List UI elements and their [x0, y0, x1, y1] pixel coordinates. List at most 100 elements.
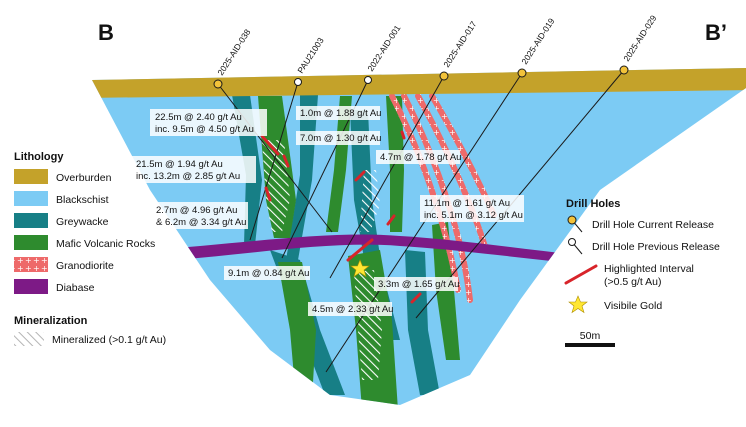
legend-swatch-blackschist — [14, 191, 48, 206]
drill-legend-title: Drill Holes — [566, 198, 620, 210]
highlighted-interval-icon — [564, 264, 598, 285]
mineralization-legend-title: Mineralization — [14, 315, 88, 327]
interval-label: 1.0m @ 1.88 g/t Au — [296, 106, 381, 120]
legend-current-release: Drill Hole Current Release — [592, 219, 714, 231]
section-label-left: B — [98, 20, 114, 45]
drill-trace-2025-AID-019 — [325, 72, 523, 373]
collar-PAU21003 — [294, 78, 302, 86]
interval-label-line2: inc. 9.5m @ 4.50 g/t Au — [155, 124, 254, 135]
drill-trace-PAU21003 — [249, 81, 299, 241]
interval-label-box — [296, 106, 380, 120]
visible-gold-star — [350, 259, 370, 278]
interval-label-line1: 9.1m @ 0.84 g/t Au — [228, 268, 309, 279]
interval-label-box — [150, 109, 267, 136]
interval-label-line2: inc. 5.1m @ 3.12 g/t Au — [424, 210, 523, 221]
interval-mark — [354, 170, 366, 182]
interval-label-line1: 22.5m @ 2.40 g/t Au — [155, 112, 242, 123]
interval-mark — [386, 214, 396, 226]
scale-bar-label: 50m — [580, 330, 601, 342]
collar-2025-AID-019 — [517, 68, 527, 78]
legend-label-mineralized: Mineralized (>0.1 g/t Au) — [52, 334, 166, 346]
legend-highlighted-line1: Highlighted Interval — [604, 263, 694, 275]
visible-gold-icon — [568, 295, 588, 314]
highlighted-intervals — [260, 130, 422, 304]
legend-swatch-mineralized — [14, 332, 44, 346]
legend-swatch-diabase — [14, 279, 48, 294]
mafic-unit — [326, 96, 352, 232]
collar-2025-AID-038 — [213, 79, 223, 89]
interval-label: 7.0m @ 1.30 g/t Au — [296, 131, 381, 145]
legend-highlighted-line2: (>0.5 g/t Au) — [604, 276, 662, 288]
hole-label-2025-AID-029: 2025-AID-029 — [621, 13, 658, 63]
diabase-dyke — [150, 234, 650, 270]
interval-mark — [282, 154, 290, 168]
drill-traces — [217, 69, 625, 373]
interval-label: 4.7m @ 1.78 g/t Au — [376, 150, 461, 164]
interval-mark — [260, 134, 280, 156]
legend-label-diabase: Diabase — [56, 282, 95, 294]
interval-label-box — [420, 195, 524, 222]
lithology-legend-title: Lithology — [14, 151, 64, 163]
interval-mark — [264, 186, 272, 202]
legend-previous-release: Drill Hole Previous Release — [592, 241, 720, 253]
legend-label-granodiorite: Granodiorite — [56, 260, 114, 272]
legend-label-mafic: Mafic Volcanic Rocks — [56, 238, 155, 250]
interval-label-box — [152, 202, 248, 229]
interval-label-line1: 4.7m @ 1.78 g/t Au — [380, 152, 461, 163]
interval-label: 9.1m @ 0.84 g/t Au — [224, 266, 310, 280]
interval-mark — [400, 130, 406, 140]
greywacke-band — [350, 110, 400, 340]
collar-2025-AID-029 — [619, 65, 629, 75]
hole-label-2025-AID-038: 2025-AID-038 — [215, 27, 252, 77]
interval-label-line2: & 6.2m @ 3.34 g/t Au — [156, 217, 246, 228]
interval-label-line1: 4.5m @ 2.33 g/t Au — [312, 304, 393, 315]
interval-label: 4.5m @ 2.33 g/t Au — [308, 302, 393, 316]
hole-label-2022-AID-001: 2022-AID-001 — [365, 23, 402, 73]
interval-label-line1: 21.5m @ 1.94 g/t Au — [136, 159, 223, 170]
hole-label-PAU21003: PAU21003 — [295, 35, 326, 75]
mafic-unit — [278, 262, 316, 400]
interval-label: 3.3m @ 1.65 g/t Au — [374, 277, 459, 291]
hole-label-2025-AID-017: 2025-AID-017 — [441, 19, 478, 69]
interval-label-line1: 3.3m @ 1.65 g/t Au — [378, 279, 459, 290]
interval-label: 11.1m @ 1.61 g/t Au inc. 5.1m @ 3.12 g/t… — [420, 195, 524, 222]
legend-swatch-granodiorite — [14, 257, 48, 272]
interval-labels: 22.5m @ 2.40 g/t Au inc. 9.5m @ 4.50 g/t… — [132, 106, 524, 316]
lithology-legend: Lithology Overburden Blackschist Greywac… — [14, 151, 166, 346]
interval-label-box — [224, 266, 310, 280]
legend-label-overburden: Overburden — [56, 172, 112, 184]
interval-label-box — [308, 302, 392, 316]
legend-label-greywacke: Greywacke — [56, 216, 109, 228]
interval-mark — [410, 292, 422, 304]
interval-label-line2: inc. 13.2m @ 2.85 g/t Au — [136, 171, 240, 182]
mineralized-zone — [262, 140, 290, 232]
scale-bar — [565, 343, 615, 347]
interval-label-box — [374, 277, 458, 291]
legend-visible-gold: Visibile Gold — [604, 300, 662, 312]
interval-label: 21.5m @ 1.94 g/t Au inc. 13.2m @ 2.85 g/… — [132, 156, 256, 183]
previous-release-collar-icon — [568, 238, 576, 246]
interval-label-box — [132, 156, 256, 183]
interval-label-box — [376, 150, 460, 164]
legend-label-blackschist: Blackschist — [56, 194, 109, 206]
drill-trace-2025-AID-017 — [329, 75, 445, 279]
current-release-collar-icon — [567, 215, 577, 225]
interval-label-line1: 11.1m @ 1.61 g/t Au — [424, 198, 510, 209]
legend-swatch-mafic — [14, 235, 48, 250]
interval-label: 22.5m @ 2.40 g/t Au inc. 9.5m @ 4.50 g/t… — [150, 109, 267, 136]
collar-2025-AID-017 — [439, 71, 449, 81]
interval-label-box — [296, 131, 380, 145]
drill-trace-2025-AID-029 — [415, 69, 625, 319]
interval-mark — [346, 238, 374, 262]
hole-label-2025-AID-019: 2025-AID-019 — [519, 16, 556, 66]
collar-2022-AID-001 — [364, 76, 372, 84]
interval-label: 2.7m @ 4.96 g/t Au & 6.2m @ 3.34 g/t Au — [152, 202, 248, 229]
drill-hole-legend: Drill Holes Drill Hole Current Release D… — [564, 198, 720, 347]
interval-label-line1: 1.0m @ 1.88 g/t Au — [300, 108, 381, 119]
interval-label-line1: 2.7m @ 4.96 g/t Au — [156, 205, 237, 216]
legend-swatch-greywacke — [14, 213, 48, 228]
section-label-right: B’ — [705, 20, 727, 45]
interval-label-line1: 7.0m @ 1.30 g/t Au — [300, 133, 381, 144]
legend-swatch-overburden — [14, 169, 48, 184]
